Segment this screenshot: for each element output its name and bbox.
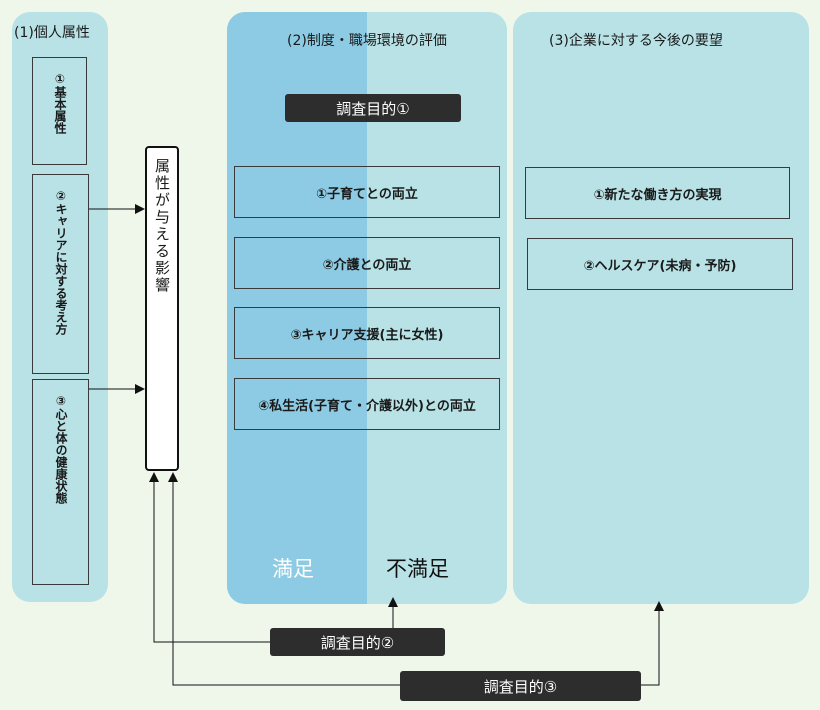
purpose-1-label: 調査目的① xyxy=(285,94,461,122)
connector-purpose-2 xyxy=(149,472,270,643)
panel-title: (2)制度・職場環境の評価 xyxy=(287,33,447,49)
attribute-label: ②キャリアに対する考え方 xyxy=(54,189,68,335)
attribute-box-career: ②キャリアに対する考え方 xyxy=(32,174,89,374)
attribute-box-basic: ①基本属性 xyxy=(32,57,87,165)
evaluation-item-career-support: ③キャリア支援(主に女性) xyxy=(234,307,500,359)
request-item-new-workstyle: ①新たな働き方の実現 xyxy=(525,167,790,219)
attribute-box-health: ③心と体の健康状態 xyxy=(32,379,89,585)
evaluation-item-nursing: ②介護との両立 xyxy=(234,237,500,289)
panel-title: (3)企業に対する今後の要望 xyxy=(549,33,723,49)
satisfied-label: 満足 xyxy=(272,557,314,581)
attribute-label: ①基本属性 xyxy=(53,72,67,134)
purpose-2-label: 調査目的② xyxy=(270,628,445,656)
evaluation-item-childcare: ①子育てとの両立 xyxy=(234,166,500,218)
influence-label: 属性が与える影響 xyxy=(153,158,171,294)
panel-personal-attributes: (1)個人属性 ①基本属性 ②キャリアに対する考え方 ③心と体の健康状態 xyxy=(12,12,108,602)
connector-purpose-3 xyxy=(168,472,400,686)
attribute-label: ③心と体の健康状態 xyxy=(54,394,68,504)
influence-box: 属性が与える影響 xyxy=(145,146,179,471)
dissatisfied-label: 不満足 xyxy=(386,557,449,581)
request-item-healthcare: ②ヘルスケア(未病・予防) xyxy=(527,238,793,290)
purpose-3-label: 調査目的③ xyxy=(400,671,641,701)
panel-future-requests xyxy=(513,12,809,604)
evaluation-item-private-life: ④私生活(子育て・介護以外)との両立 xyxy=(234,378,500,430)
panel-title: (1)個人属性 xyxy=(14,25,90,41)
arrow-purpose-3-to-requests xyxy=(641,601,664,686)
